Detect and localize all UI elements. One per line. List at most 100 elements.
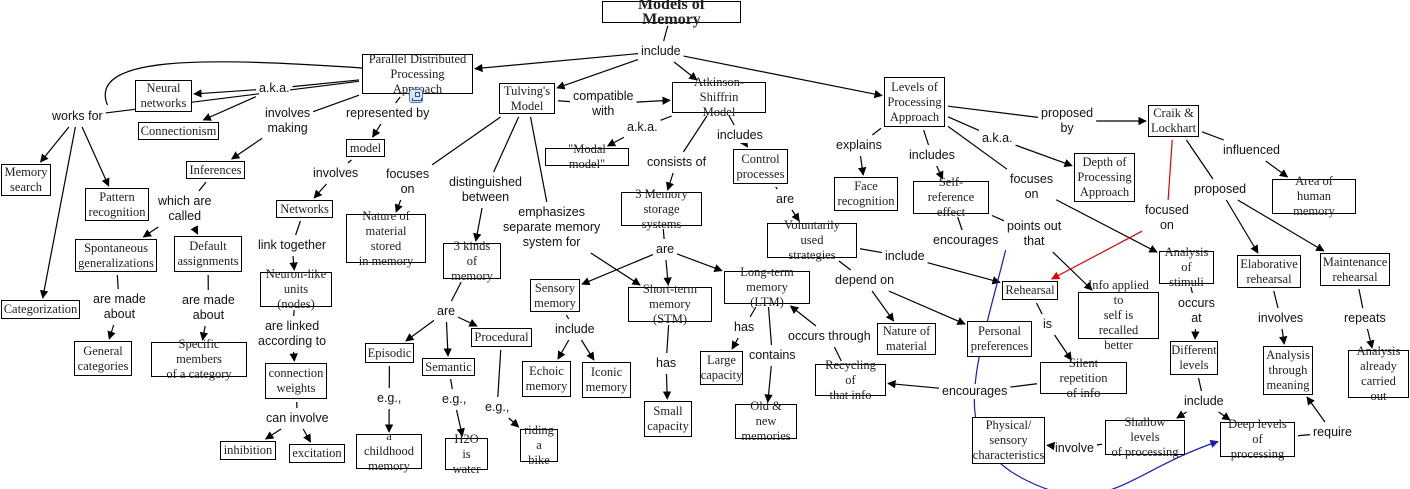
connector-line — [431, 116, 501, 166]
nested-map-icon[interactable] — [409, 89, 423, 103]
concept-default-assignments[interactable]: Default assignments — [174, 236, 242, 272]
concept-pattern-recognition[interactable]: Pattern recognition — [85, 188, 149, 221]
concept-atkinson-shiffrin-model[interactable]: Atkinson-Shiffrin Model — [672, 75, 766, 119]
concept-networks[interactable]: Networks — [276, 200, 333, 218]
connector-arrow — [581, 253, 654, 286]
concept-model[interactable]: model — [346, 139, 385, 157]
concept-info-applied-to-self[interactable]: Info applied to self is recalled better — [1078, 278, 1159, 352]
concept-riding-a-bike[interactable]: riding a bike — [520, 423, 558, 467]
connector-arrow — [1366, 328, 1375, 349]
concept-sensory-memory[interactable]: Sensory memory — [530, 279, 580, 312]
link-repeats: repeats — [1344, 311, 1386, 326]
link-is: is — [1043, 317, 1053, 332]
concept-face-recognition[interactable]: Face recognition — [834, 177, 898, 211]
connector-arrow — [871, 290, 895, 322]
concept-models-of-memory[interactable]: Models of Memory — [602, 0, 741, 28]
connector-arrow — [289, 255, 298, 271]
link-occurs-at: occurs at — [1178, 296, 1215, 326]
concept-voluntarily-used-strategies[interactable]: Voluntarily used strategies — [767, 218, 857, 262]
connector-arrow — [199, 325, 209, 341]
connector-line — [1201, 131, 1224, 141]
concept-iconic-memory[interactable]: Iconic memory — [582, 362, 631, 398]
concept-inferences[interactable]: Inferences — [186, 161, 245, 179]
concept-procedural[interactable]: Procedural — [471, 328, 532, 347]
link-which-are-called: which are called — [158, 194, 212, 224]
connector-line — [493, 116, 520, 173]
link-focuses-on: focuses on — [1010, 172, 1054, 202]
connector-arrow — [662, 373, 672, 400]
connector-line — [991, 214, 1005, 222]
concept-different-levels[interactable]: Different levels — [1170, 341, 1218, 375]
concept-semantic[interactable]: Semantic — [422, 358, 475, 376]
link-aka: a.k.a. — [982, 131, 1013, 146]
link-are-made-about: are made about — [93, 292, 146, 322]
concept-depth-of-processing[interactable]: Depth of Processing Approach — [1074, 153, 1135, 202]
concept-a-childhood-memory[interactable]: a childhood memory — [356, 429, 422, 473]
concept-physical-sensory-characteristics[interactable]: Physical/ sensory characteristics — [972, 417, 1045, 464]
concept-spontaneous-generalizations[interactable]: Spontaneous generalizations — [75, 239, 157, 272]
connector-arrow — [474, 53, 639, 73]
concept-area-of-human-memory[interactable]: Area of human memory — [1272, 174, 1356, 218]
concept-tulvings-model[interactable]: Tulving's Model — [499, 83, 555, 114]
concept-inhibition[interactable]: inhibition — [220, 441, 276, 460]
concept-echoic-memory[interactable]: Echoic memory — [522, 361, 571, 397]
link-include: include — [555, 322, 595, 337]
connector-line — [859, 248, 883, 254]
link-eg: e.g., — [377, 391, 402, 406]
concept-recycling-of-that-info[interactable]: Recycling of that info — [815, 358, 886, 402]
concept-neural-networks[interactable]: Neural networks — [135, 80, 192, 112]
connector-line — [660, 115, 672, 121]
concept-analysis-already-carried-out[interactable]: Analysis already carried out — [1348, 344, 1409, 403]
link-encourages: encourages — [933, 233, 999, 248]
curved-connector-works-for — [104, 61, 363, 106]
concept-specific-members[interactable]: Specific members of a category — [151, 337, 247, 381]
concept-modal-model[interactable]: "Modal model" — [545, 142, 629, 171]
concept-memory-search[interactable]: Memory search — [1, 164, 51, 196]
concept-silent-repetition[interactable]: Silent repetition of info — [1040, 356, 1127, 400]
link-include: include — [641, 44, 681, 59]
concept-nature-of-material-stored[interactable]: Nature of material stored in memory — [346, 209, 426, 268]
concept-long-term-memory[interactable]: Long-term memory (LTM) — [724, 265, 810, 309]
concept-general-categories[interactable]: General categories — [74, 341, 132, 376]
concept-categorization[interactable]: Categorization — [1, 300, 80, 319]
concept-excitation[interactable]: excitation — [289, 444, 345, 463]
concept-shallow-levels[interactable]: Shallow levels of processing — [1105, 415, 1185, 459]
concept-h2o-is-water[interactable]: H2O is water — [445, 432, 488, 476]
link-represented-by: represented by — [346, 106, 430, 121]
concept-connection-weights[interactable]: connection weights — [265, 363, 327, 399]
concept-nature-of-material[interactable]: Nature of material — [877, 323, 936, 355]
link-points-out-that: points out that — [1007, 219, 1062, 249]
concept-analysis-of-stimuli[interactable]: Analysis of stimuli — [1159, 245, 1214, 289]
concept-levels-of-processing[interactable]: Levels of Processing Approach — [884, 77, 945, 127]
link-aka: a.k.a. — [259, 81, 290, 96]
concept-maintenance-rehearsal[interactable]: Maintenance rehearsal — [1320, 253, 1390, 286]
concept-personal-preferences[interactable]: Personal preferences — [967, 321, 1032, 357]
concept-control-processes[interactable]: Control processes — [733, 149, 788, 184]
concept-neuron-like-units[interactable]: Neuron-like units (nodes) — [260, 267, 332, 311]
connector-line — [1190, 286, 1193, 294]
connector-line — [749, 306, 757, 318]
concept-old-and-new-memories[interactable]: Old & new memories — [735, 399, 797, 443]
link-proposed-by: proposed by — [1041, 106, 1094, 136]
concept-connectionism[interactable]: Connectionism — [138, 122, 219, 140]
concept-rehearsal[interactable]: Rehearsal — [1002, 281, 1058, 300]
concept-deep-levels[interactable]: Deep levels of processing — [1220, 417, 1295, 461]
concept-small-capacity[interactable]: Small capacity — [644, 401, 692, 437]
concept-craik-and-lockhart[interactable]: Craik & Lockhart — [1148, 105, 1199, 137]
connector-line — [295, 220, 301, 236]
connector-line — [728, 115, 735, 126]
concept-3-kinds-of-memory[interactable]: 3 kinds of memory — [443, 239, 501, 283]
concept-short-term-memory[interactable]: Short-term memory (STM) — [628, 282, 712, 326]
concept-pdp-approach[interactable]: Parallel Distributed Processing Approach — [362, 52, 473, 96]
concept-3-memory-storage-systems[interactable]: 3 Memory storage systems — [621, 187, 702, 231]
concept-analysis-through-meaning[interactable]: Analysis through meaning — [1263, 346, 1313, 395]
connector-line — [682, 115, 708, 153]
concept-episodic[interactable]: Episodic — [365, 343, 414, 363]
connector-arrow — [887, 379, 940, 389]
concept-self-reference-effect[interactable]: Self-reference effect — [913, 175, 989, 219]
concept-large-capacity[interactable]: Large capacity — [700, 351, 743, 385]
link-involve: involve — [1055, 441, 1094, 456]
concept-elaborative-rehearsal[interactable]: Elaborative rehearsal — [1237, 255, 1301, 288]
connector-line — [1297, 434, 1311, 437]
link-explains: explains — [836, 138, 882, 153]
